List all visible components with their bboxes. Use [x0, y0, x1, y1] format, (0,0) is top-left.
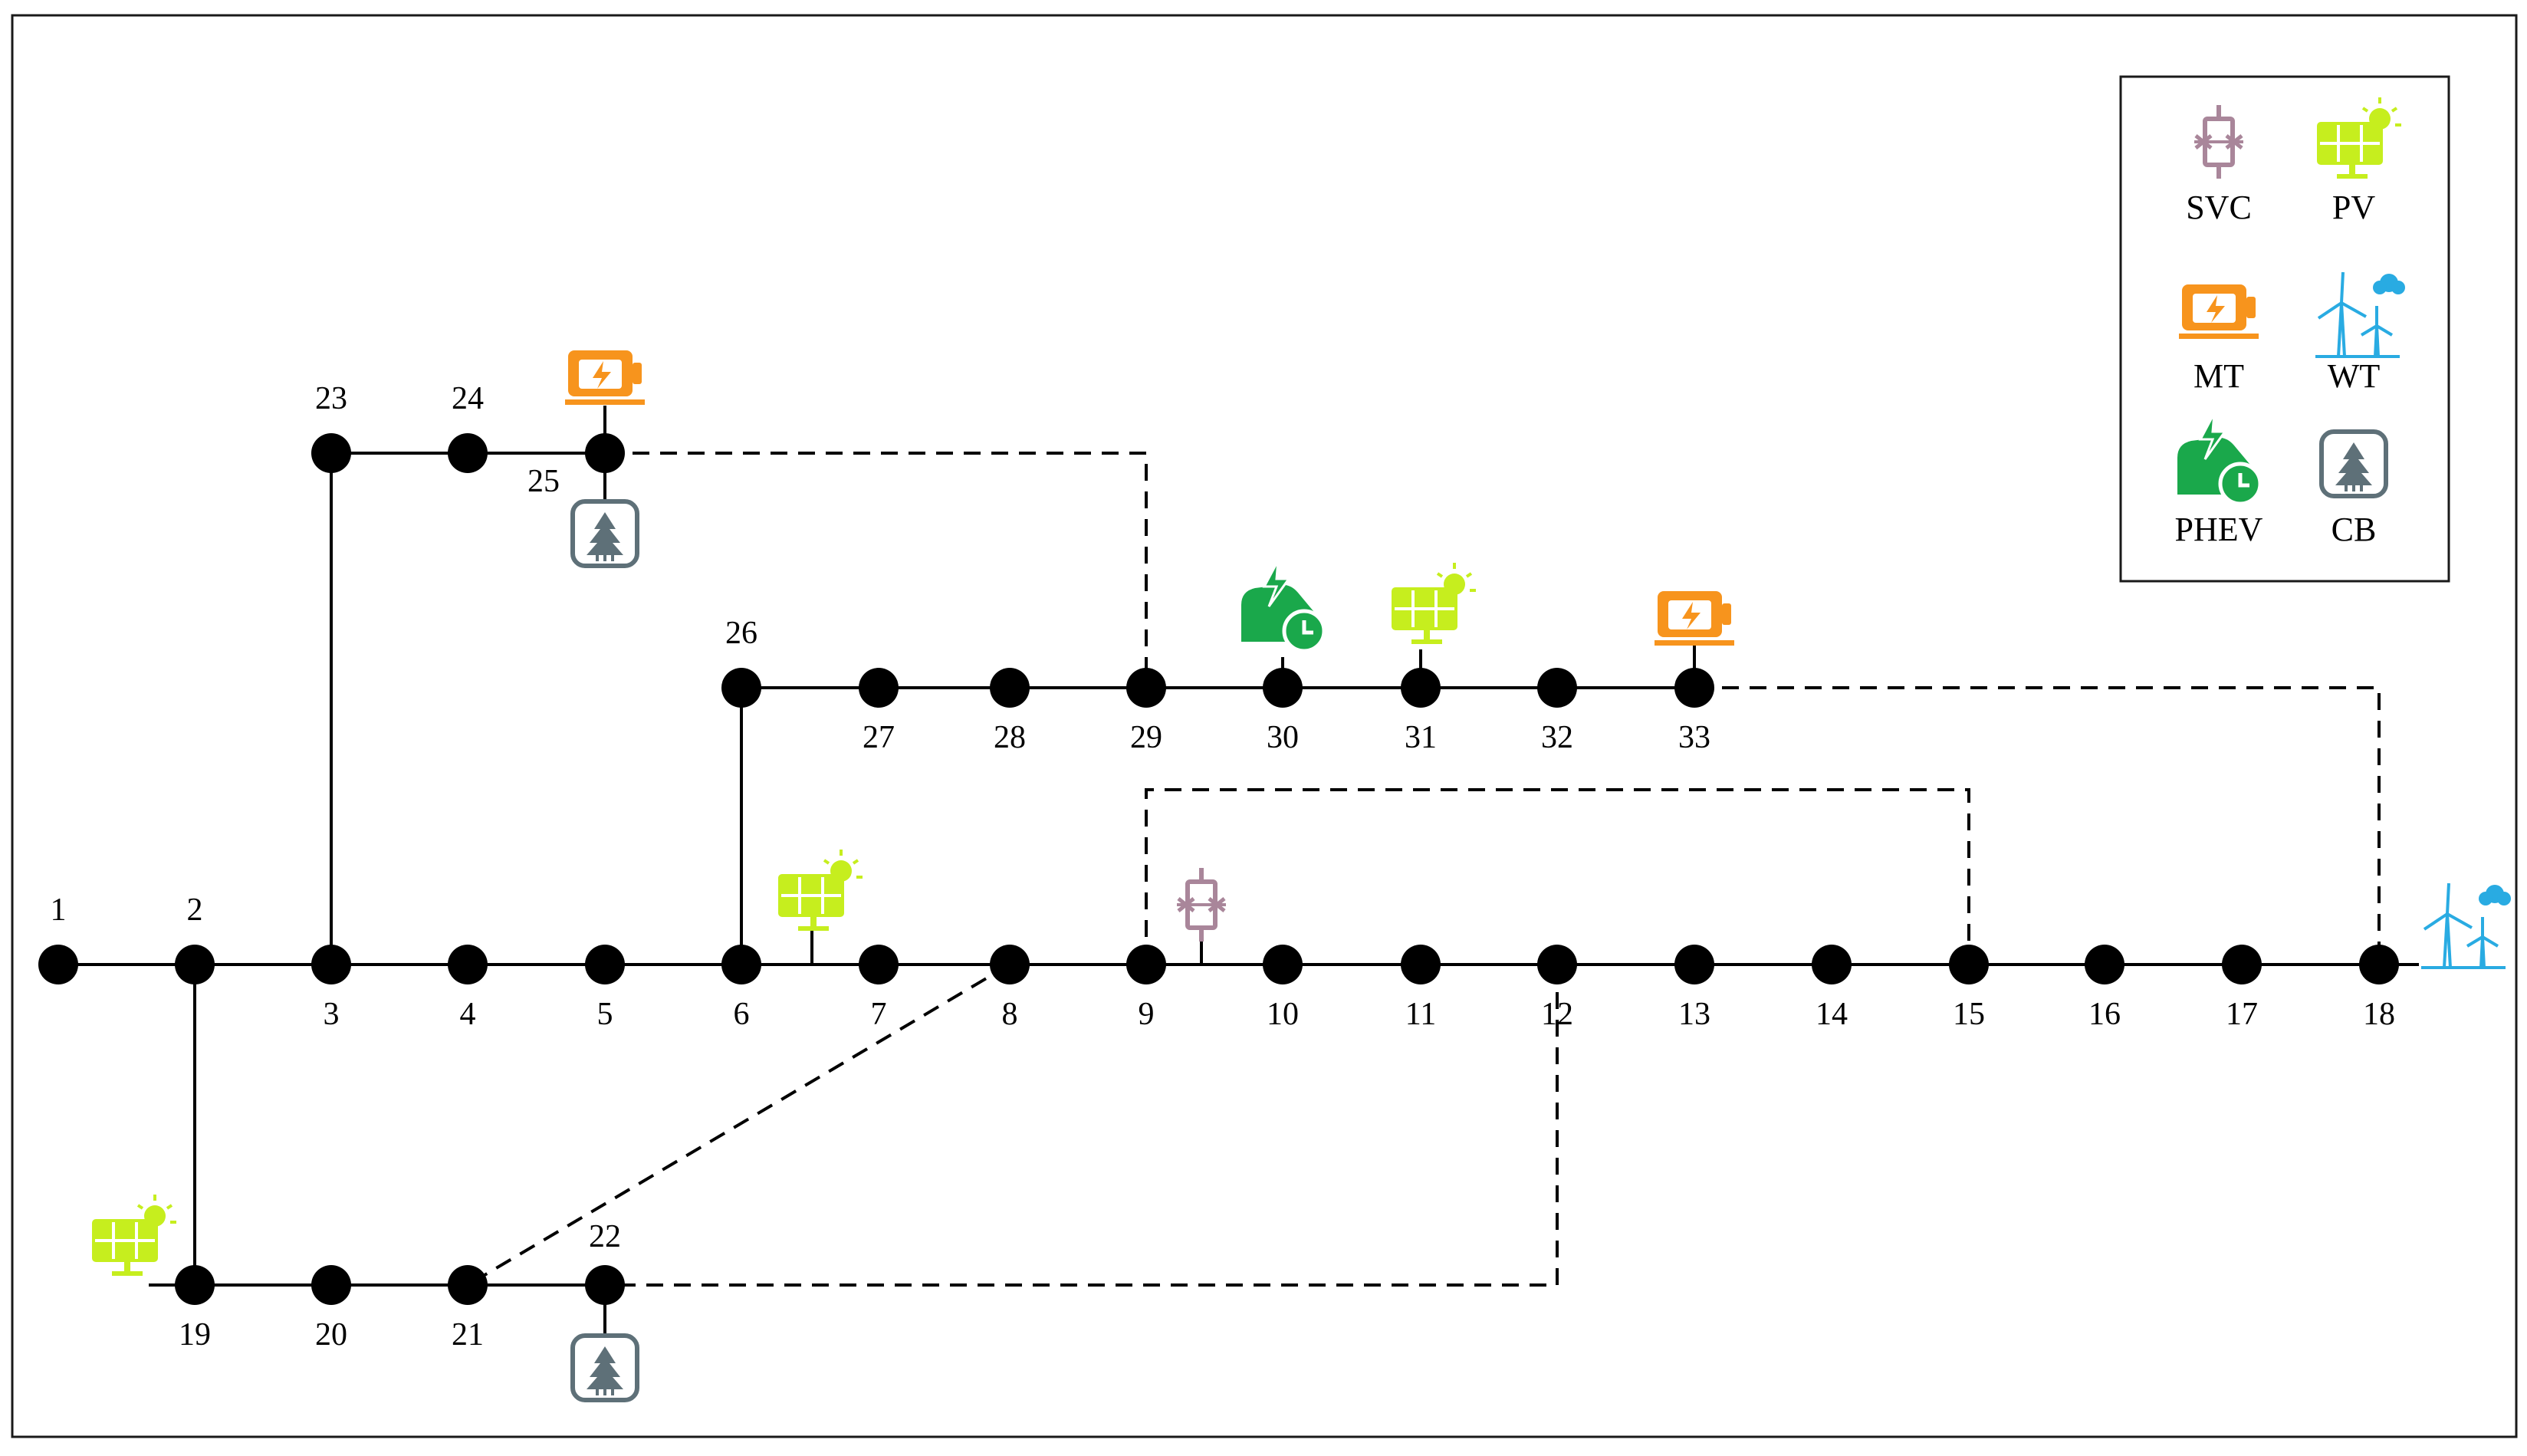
bus-label-1: 1: [51, 892, 67, 928]
bus-node-2: [175, 945, 215, 984]
bus-node-31: [1401, 668, 1441, 708]
bus-node-29: [1126, 668, 1166, 708]
bus-node-18: [2359, 945, 2399, 984]
tie-line-8-21: [466, 963, 1011, 1287]
diagram-border: [11, 14, 2518, 1438]
bus-label-26: 26: [725, 616, 757, 651]
bus-node-13: [1674, 945, 1714, 984]
bus-label-31: 31: [1405, 720, 1437, 755]
tie-lines: [466, 452, 2381, 1287]
bus-label-5: 5: [597, 997, 613, 1032]
bus-label-6: 6: [734, 997, 750, 1032]
mt-icon: [1655, 591, 1734, 646]
branch-lines: [58, 452, 2379, 1287]
bus-node-15: [1949, 945, 1989, 984]
bus-label-20: 20: [315, 1317, 347, 1352]
bus-label-15: 15: [1953, 997, 1985, 1032]
legend-wt-label: WT: [2328, 357, 2381, 395]
bus-node-1: [38, 945, 78, 984]
bus-label-28: 28: [994, 720, 1026, 755]
bus-label-17: 17: [2226, 997, 2258, 1032]
bus-node-5: [585, 945, 625, 984]
bus-node-28: [990, 668, 1030, 708]
bus-label-30: 30: [1267, 720, 1299, 755]
bus-node-33: [1674, 668, 1714, 708]
bus-label-24: 24: [452, 381, 484, 416]
bus-nodes: [38, 433, 2399, 1305]
bus-node-11: [1401, 945, 1441, 984]
bus-label-32: 32: [1541, 720, 1573, 755]
bus-node-32: [1537, 668, 1577, 708]
legend-mt-label: MT: [2193, 357, 2244, 395]
bus-label-22: 22: [589, 1219, 621, 1254]
bus-node-23: [311, 433, 351, 473]
cb-icon: [573, 501, 637, 566]
bus-node-22: [585, 1265, 625, 1305]
bus-node-4: [448, 945, 488, 984]
bus-label-18: 18: [2363, 997, 2395, 1032]
bus-label-21: 21: [452, 1317, 484, 1352]
bus-node-3: [311, 945, 351, 984]
bus-node-10: [1263, 945, 1303, 984]
bus-node-12: [1537, 945, 1577, 984]
bus-label-23: 23: [315, 381, 347, 416]
bus-label-11: 11: [1405, 997, 1436, 1032]
cb-icon: [573, 1336, 637, 1400]
pv-icon: [1390, 561, 1477, 646]
bus-label-2: 2: [187, 892, 203, 928]
pv-icon: [90, 1193, 178, 1277]
legend: SVC PV MT WT PHEV CB: [2119, 75, 2450, 583]
bus-node-25: [585, 433, 625, 473]
bus-label-27: 27: [863, 720, 895, 755]
svc-icon: [1177, 868, 1226, 942]
bus-node-30: [1263, 668, 1303, 708]
bus-node-24: [448, 433, 488, 473]
bus-label-29: 29: [1130, 720, 1162, 755]
tie-line-33-18: [1694, 686, 2381, 965]
bus-label-7: 7: [871, 997, 887, 1032]
bus-node-20: [311, 1265, 351, 1305]
phev-icon: [1241, 560, 1324, 651]
legend-pv-label: PV: [2332, 189, 2375, 226]
tie-line-9-15: [1145, 788, 1970, 965]
bus-label-8: 8: [1002, 997, 1018, 1032]
bus-node-21: [448, 1265, 488, 1305]
legend-svc-label: SVC: [2186, 189, 2252, 226]
bus-node-26: [721, 668, 761, 708]
bus-label-12: 12: [1541, 997, 1573, 1032]
bus-node-16: [2085, 945, 2124, 984]
bus-label-16: 16: [2088, 997, 2121, 1032]
bus-node-7: [859, 945, 899, 984]
bus-node-27: [859, 668, 899, 708]
bus-label-19: 19: [179, 1317, 211, 1352]
bus-node-17: [2222, 945, 2262, 984]
legend-box: [2119, 75, 2450, 583]
pv-icon: [777, 848, 864, 932]
mt-icon: [565, 350, 645, 405]
bus-node-19: [175, 1265, 215, 1305]
bus-node-6: [721, 945, 761, 984]
bus-label-3: 3: [324, 997, 340, 1032]
wt-icon: [2420, 882, 2512, 969]
tie-line-12-22: [605, 965, 1559, 1287]
bus-label-10: 10: [1267, 997, 1299, 1032]
bus-label-25: 25: [527, 464, 560, 499]
bus-label-14: 14: [1816, 997, 1848, 1032]
tie-line-25-29: [605, 452, 1148, 688]
legend-phev-label: PHEV: [2175, 511, 2263, 548]
legend-cb-label: CB: [2331, 511, 2377, 548]
legend-cb-icon: [2322, 432, 2386, 496]
bus-label-13: 13: [1678, 997, 1710, 1032]
bus-node-8: [990, 945, 1030, 984]
bus-label-9: 9: [1139, 997, 1155, 1032]
bus-node-14: [1812, 945, 1852, 984]
bus-label-33: 33: [1678, 720, 1710, 755]
bus-node-9: [1126, 945, 1166, 984]
pv-lead-bus-6: [741, 931, 813, 966]
bus-label-4: 4: [460, 997, 476, 1032]
